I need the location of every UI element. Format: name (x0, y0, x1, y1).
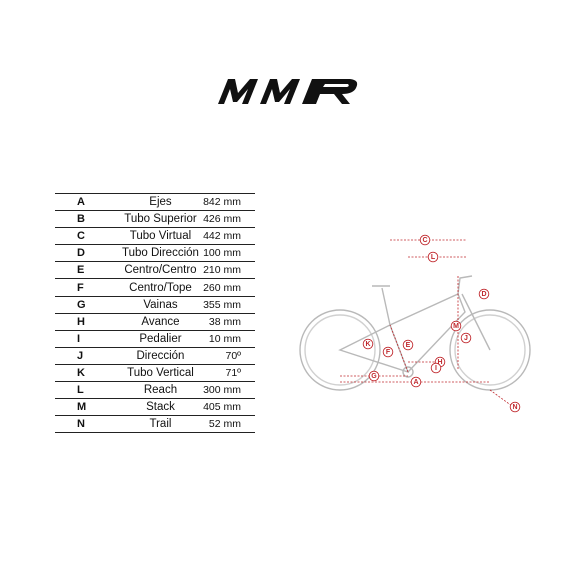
marker-c: C (419, 234, 431, 246)
marker-j: J (460, 332, 472, 344)
svg-text:M: M (453, 323, 459, 330)
svg-text:N: N (512, 404, 517, 411)
geometry-name: Pedalier (117, 330, 204, 348)
svg-text:E: E (406, 342, 411, 349)
geometry-letter: M (55, 398, 118, 417)
geometry-letter: B (55, 210, 118, 229)
geometry-letter: E (55, 261, 118, 280)
seatpost (372, 285, 391, 326)
geometry-letter: N (55, 415, 118, 434)
fork (461, 293, 491, 351)
svg-text:L: L (431, 254, 436, 261)
geometry-letter: F (55, 278, 118, 297)
geometry-value: 10 mm (203, 330, 255, 348)
marker-i: I (430, 362, 442, 374)
geometry-letter: K (55, 364, 118, 383)
marker-m: M (450, 320, 462, 332)
geometry-value: 842 mm (203, 192, 255, 212)
marker-k: K (362, 338, 374, 350)
svg-text:I: I (435, 365, 437, 372)
geometry-name: Ejes (117, 192, 204, 212)
geometry-name: Tubo Virtual (117, 227, 204, 246)
geometry-letter: G (55, 296, 118, 314)
geometry-value: 71º (203, 364, 255, 383)
geometry-value: 260 mm (203, 278, 255, 297)
rear-wheel (299, 309, 381, 391)
geometry-letter: H (55, 313, 118, 331)
geometry-name: Dirección (117, 347, 204, 365)
geometry-name: Avance (117, 313, 204, 331)
geometry-name: Reach (117, 381, 204, 400)
marker-f: F (382, 346, 394, 358)
mmr-logo (218, 79, 358, 104)
marker-n: N (509, 401, 521, 413)
svg-text:J: J (464, 335, 468, 342)
geometry-letter: C (55, 227, 118, 246)
stem-bar (457, 275, 473, 295)
rear-wheel-inner (304, 314, 376, 386)
svg-text:H: H (437, 359, 442, 366)
geometry-value: 210 mm (203, 261, 255, 280)
svg-text:K: K (365, 341, 370, 348)
geometry-name: Tubo Superior (117, 210, 204, 229)
marker-e: E (402, 339, 414, 351)
svg-text:F: F (386, 349, 391, 356)
marker-l: L (427, 251, 439, 263)
svg-text:C: C (422, 237, 427, 244)
svg-text:D: D (481, 291, 486, 298)
geometry-letter: A (55, 192, 118, 212)
geometry-name: Centro/Centro (117, 261, 204, 280)
bike-geometry-diagram: C L D M K F E J H G A I N (299, 234, 531, 413)
geometry-value: 52 mm (203, 415, 255, 434)
geometry-name: Tubo Vertical (117, 364, 204, 383)
geometry-name: Centro/Tope (117, 278, 204, 297)
geometry-name: Stack (117, 398, 204, 417)
crank (402, 366, 414, 378)
geometry-name: Vainas (117, 296, 204, 314)
geometry-value: 405 mm (203, 398, 255, 417)
geometry-letter: I (55, 330, 118, 348)
geometry-letter: L (55, 381, 118, 400)
geometry-value: 355 mm (203, 296, 255, 314)
marker-d: D (478, 288, 490, 300)
marker-a: A (410, 376, 422, 388)
marker-g: G (368, 370, 380, 382)
front-wheel-inner (454, 314, 526, 386)
svg-text:G: G (371, 373, 377, 380)
geometry-value: 426 mm (203, 210, 255, 229)
geometry-letter: D (55, 244, 118, 263)
geometry-letter: J (55, 347, 118, 365)
frame (338, 293, 466, 374)
svg-text:A: A (413, 379, 418, 386)
geometry-value: 100 mm (203, 244, 255, 263)
geometry-name: Tubo Dirección (117, 244, 204, 263)
geometry-value: 300 mm (203, 381, 255, 400)
geometry-name: Trail (117, 415, 204, 434)
geometry-value: 38 mm (203, 313, 255, 331)
geometry-value: 442 mm (203, 227, 255, 246)
geometry-value: 70º (203, 347, 255, 365)
